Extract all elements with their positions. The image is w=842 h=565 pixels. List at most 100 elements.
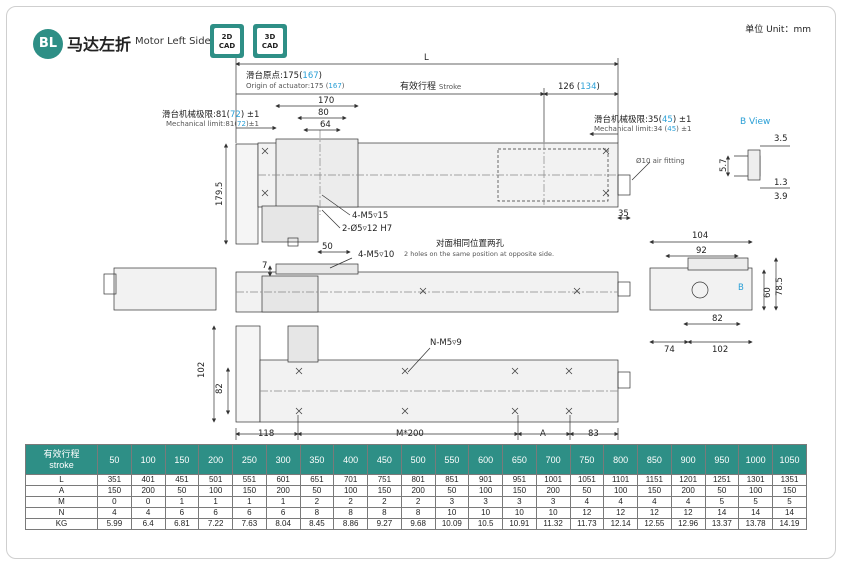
stroke-header-cell: 650 [502, 444, 537, 475]
hole-4m5-10: 4-M5▿10 [358, 250, 394, 260]
dim-5-7: 5.7 [719, 158, 729, 172]
dim-64: 64 [320, 120, 331, 130]
bottom-view-plate [235, 325, 261, 423]
origin-en: Origin of actuator:175 (167) [246, 82, 345, 90]
side-view-connector [103, 273, 117, 295]
table-cell: 12 [569, 507, 605, 519]
table-cell: 801 [400, 474, 436, 486]
table-cell: 200 [400, 485, 436, 497]
end-view-bore [691, 281, 709, 299]
table-cell: 12.96 [670, 518, 706, 530]
bottom-view-air-fitting [617, 371, 631, 389]
row-label: KG [25, 518, 98, 530]
table-cell: 7.63 [232, 518, 267, 530]
stroke-header-cell: 450 [367, 444, 402, 475]
top-view-motor [261, 205, 319, 243]
stroke-header-cell: 1000 [738, 444, 773, 475]
stroke-header-cell: 700 [535, 444, 571, 475]
cad-2d-button[interactable]: 2D CAD [210, 24, 244, 58]
dim-102-horizontal: 102 [712, 345, 728, 355]
mech-limit-right-en: Mechanical limit:34 (45) ±1 [594, 125, 691, 133]
table-cell: 150 [637, 485, 672, 497]
table-cell: 3 [434, 496, 470, 508]
table-cell: 6 [232, 507, 267, 519]
table-cell: 5 [738, 496, 773, 508]
table-cell: 150 [367, 485, 402, 497]
table-cell: 1351 [772, 474, 807, 486]
table-cell: 5 [704, 496, 740, 508]
stroke-header-cell: 200 [198, 444, 233, 475]
table-cell: 100 [333, 485, 368, 497]
table-cell: 951 [502, 474, 537, 486]
hole-4m5-15: 4-M5▿15 [352, 211, 388, 221]
table-cell: 651 [299, 474, 335, 486]
table-cell: 200 [130, 485, 166, 497]
table-cell: 2 [333, 496, 368, 508]
table-cell: 4 [569, 496, 605, 508]
opposite-holes-en: 2 holes on the same position at opposite… [404, 250, 554, 258]
title-cn: 马达左折 [67, 35, 132, 54]
table-cell: 100 [738, 485, 773, 497]
b-view-marker: B [738, 283, 744, 293]
stroke-header-cell: 750 [569, 444, 605, 475]
dim-right: 126 (134) [558, 82, 600, 92]
origin-cn: 滑台原点:175(167) [246, 70, 322, 81]
table-cell: 12 [603, 507, 638, 519]
dim-a: A [540, 429, 546, 439]
cad-2d-icon: 2D CAD [214, 28, 240, 54]
mech-limit-right-cn: 滑台机械极限:35(45) ±1 [594, 114, 691, 125]
table-cell: 11.32 [535, 518, 571, 530]
table-cell: 14 [738, 507, 773, 519]
stroke-header-cell: 500 [400, 444, 436, 475]
table-cell: 8.04 [265, 518, 301, 530]
stroke-header-cell: 400 [333, 444, 368, 475]
dim-83: 83 [588, 429, 599, 439]
table-cell: 12 [637, 507, 672, 519]
technical-drawing: L 滑台原点:175(167) Origin of actuator:175 (… [103, 53, 790, 440]
b-view-title: B View [740, 117, 770, 127]
table-cell: 451 [164, 474, 200, 486]
table-cell: 851 [434, 474, 470, 486]
stroke-header-cell: 300 [265, 444, 301, 475]
table-cell: 14 [772, 507, 807, 519]
table-cell: 10 [468, 507, 503, 519]
title-en: Motor Left Side [135, 36, 211, 47]
stroke-header-cell: 100 [130, 444, 166, 475]
model-badge: BL [33, 29, 63, 59]
stroke-header-cell: 800 [603, 444, 638, 475]
mech-limit-left-cn: 滑台机械极限:81(72) ±1 [162, 109, 259, 120]
cad-3d-button[interactable]: 3D CAD [253, 24, 287, 58]
top-view-air-fitting [617, 174, 631, 196]
table-cell: 0 [130, 496, 166, 508]
table-cell: 4 [130, 507, 166, 519]
table-cell: 4 [97, 507, 132, 519]
table-cell: 1 [198, 496, 233, 508]
table-cell: 701 [333, 474, 368, 486]
front-view-air-fitting [617, 281, 631, 297]
table-cell: 1301 [738, 474, 773, 486]
table-cell: 100 [603, 485, 638, 497]
table-cell: 50 [164, 485, 200, 497]
table-cell: 6.81 [164, 518, 200, 530]
table-cell: 7.22 [198, 518, 233, 530]
header: BL 马达左折 Motor Left Side 2D CAD 3D CAD 单位… [7, 7, 835, 59]
end-view-carriage [687, 257, 749, 271]
table-cell: 11.73 [569, 518, 605, 530]
stroke-header-cell: 900 [670, 444, 706, 475]
front-view-motor [261, 275, 319, 313]
table-cell: 2 [299, 496, 335, 508]
table-cell: 100 [198, 485, 233, 497]
dim-m200: M*200 [396, 429, 424, 439]
table-cell: 10.5 [468, 518, 503, 530]
table-cell: 1 [164, 496, 200, 508]
dim-80: 80 [318, 108, 329, 118]
table-cell: 12.55 [637, 518, 672, 530]
table-cell: 150 [232, 485, 267, 497]
dim-82-vertical: 82 [215, 383, 225, 394]
table-cell: 3 [468, 496, 503, 508]
table-cell: 10.91 [502, 518, 537, 530]
table-cell: 2 [367, 496, 402, 508]
